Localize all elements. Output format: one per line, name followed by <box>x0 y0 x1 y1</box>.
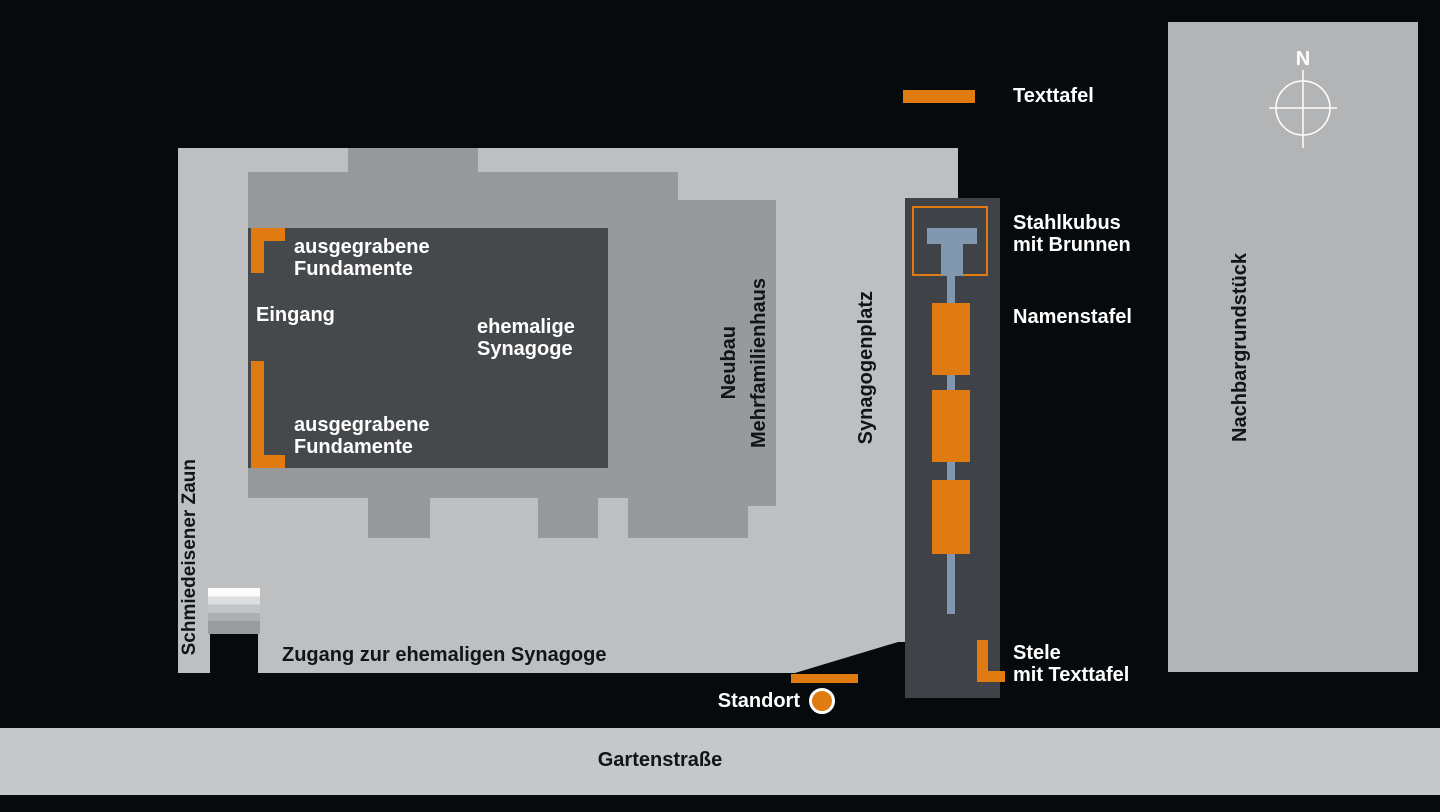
stahlkubus-icon <box>927 228 977 244</box>
namenstafel-panel-3 <box>932 480 970 554</box>
compass-north-label: N <box>1295 48 1311 70</box>
compass-icon: N <box>1260 48 1346 148</box>
zugang-label: Zugang zur ehemaligen Synagoge <box>282 644 607 666</box>
stahlkubus-icon <box>941 244 963 276</box>
fundamente-marker-bottom <box>251 455 285 468</box>
neubau-building-top-wing <box>348 148 478 174</box>
mehrfamilienhaus-label: Mehrfamilienhaus <box>748 277 770 449</box>
former-synagogue-area <box>248 228 608 468</box>
neubau-label: Neubau <box>718 326 740 400</box>
memorial-strip <box>905 198 1005 698</box>
gartenstrasse-label: Gartenstraße <box>597 749 723 771</box>
namenstafel-label: Namenstafel <box>1013 306 1132 328</box>
standort-label: Standort <box>717 690 800 712</box>
gartenstrasse-road: Gartenstraße <box>0 728 1440 795</box>
synagoge-label: ehemalige Synagoge <box>477 316 575 360</box>
stahlkubus-label: Stahlkubus mit Brunnen <box>1013 212 1131 256</box>
neighbor-property: Nachbargrundstück <box>1168 22 1418 672</box>
fundamente-label-top: ausgegrabene Fundamente <box>294 236 430 280</box>
namenstafel-panel-1 <box>932 303 970 375</box>
texttafel-legend-label: Texttafel <box>1013 85 1094 107</box>
stele-texttafel-marker <box>977 671 1005 682</box>
neubau-building-bottom-wing <box>368 498 430 538</box>
nachbargrundstueck-label: Nachbargrundstück <box>1229 252 1251 442</box>
compass-rose <box>1269 70 1337 148</box>
schmiedeisener-zaun-label: Schmiedeisener Zaun <box>179 458 200 656</box>
fundamente-marker-bottom <box>251 361 264 468</box>
neubau-building-bottom-wing <box>538 498 598 538</box>
stele-texttafel-marker <box>977 640 988 682</box>
fundamente-label-bottom: ausgegrabene Fundamente <box>294 414 430 458</box>
synagogenplatz-label: Synagogenplatz <box>855 291 877 445</box>
fundamente-marker-top <box>251 228 285 241</box>
texttafel-legend-swatch <box>903 90 975 103</box>
eingang-label: Eingang <box>256 304 335 326</box>
entrance-steps <box>208 588 260 634</box>
standort-marker <box>809 688 835 714</box>
stele-label: Stele mit Texttafel <box>1013 642 1130 686</box>
standort-texttafel-bar <box>791 674 858 683</box>
namenstafel-panel-2 <box>932 390 970 462</box>
neubau-building-bottom-wing <box>628 498 748 538</box>
neubau-building-right-wing <box>678 200 776 506</box>
